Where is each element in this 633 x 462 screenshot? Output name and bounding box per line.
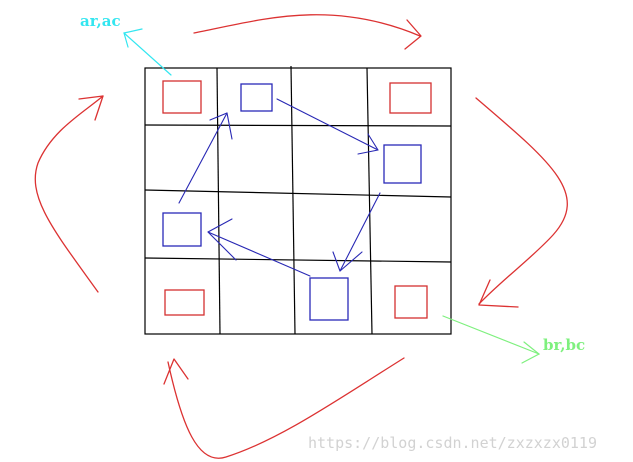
outer-square-bottom-left <box>164 289 205 316</box>
inner-square-left <box>162 212 202 247</box>
outer-arrow-right <box>475 97 568 305</box>
inner-square-bottom <box>309 277 349 321</box>
outer-rotation-arrows <box>34 14 568 459</box>
top-left-pointer-arrowhead <box>123 28 143 48</box>
outer-arrow-left <box>34 95 104 293</box>
inner-rotation-arrows <box>178 98 381 277</box>
inner-arrowhead-top-to-right <box>357 133 379 155</box>
matrix-grid <box>144 65 452 335</box>
outer-arrowhead-left <box>78 95 104 121</box>
grid-col-line-2 <box>290 65 296 335</box>
inner-arrow-bottom-to-left <box>207 231 311 277</box>
watermark-text: https://blog.csdn.net/zxzxzx0119 <box>308 434 597 452</box>
outer-corner-squares <box>162 80 432 319</box>
inner-arrowhead-right-to-bottom <box>332 251 363 272</box>
outer-arrow-bottom <box>167 357 405 459</box>
grid-outer-border <box>144 67 452 335</box>
bottom-right-pointer-arrowhead <box>521 341 541 364</box>
grid-row-line-1 <box>144 124 452 127</box>
inner-cycle-squares <box>162 83 422 321</box>
inner-square-top <box>240 83 273 112</box>
top-left-pointer-line <box>123 32 172 76</box>
outer-square-top-left <box>162 80 202 114</box>
top-left-pointer <box>123 28 172 76</box>
inner-square-right <box>383 144 422 184</box>
grid-col-line-3 <box>366 67 373 335</box>
label-bottom-right-corner: br,bc <box>543 336 585 354</box>
bottom-right-pointer <box>442 315 541 364</box>
grid-row-line-3 <box>144 257 452 263</box>
outer-square-bottom-right <box>394 285 428 319</box>
label-top-left-corner: ar,ac <box>80 12 121 30</box>
inner-arrowhead-bottom-to-left <box>207 218 237 261</box>
grid-col-line-1 <box>216 67 221 335</box>
inner-arrow-left-to-top <box>178 112 228 204</box>
outer-arrow-top <box>193 14 421 37</box>
bottom-right-pointer-line <box>442 315 540 355</box>
inner-arrow-right-to-bottom <box>339 192 381 272</box>
inner-arrowhead-left-to-top <box>209 112 233 140</box>
grid-row-line-2 <box>144 189 452 198</box>
outer-arrowhead-top <box>404 19 422 50</box>
inner-arrow-top-to-right <box>276 98 379 151</box>
outer-arrowhead-right <box>478 279 519 308</box>
outer-square-top-right <box>389 82 432 114</box>
outer-arrowhead-bottom <box>163 358 189 385</box>
